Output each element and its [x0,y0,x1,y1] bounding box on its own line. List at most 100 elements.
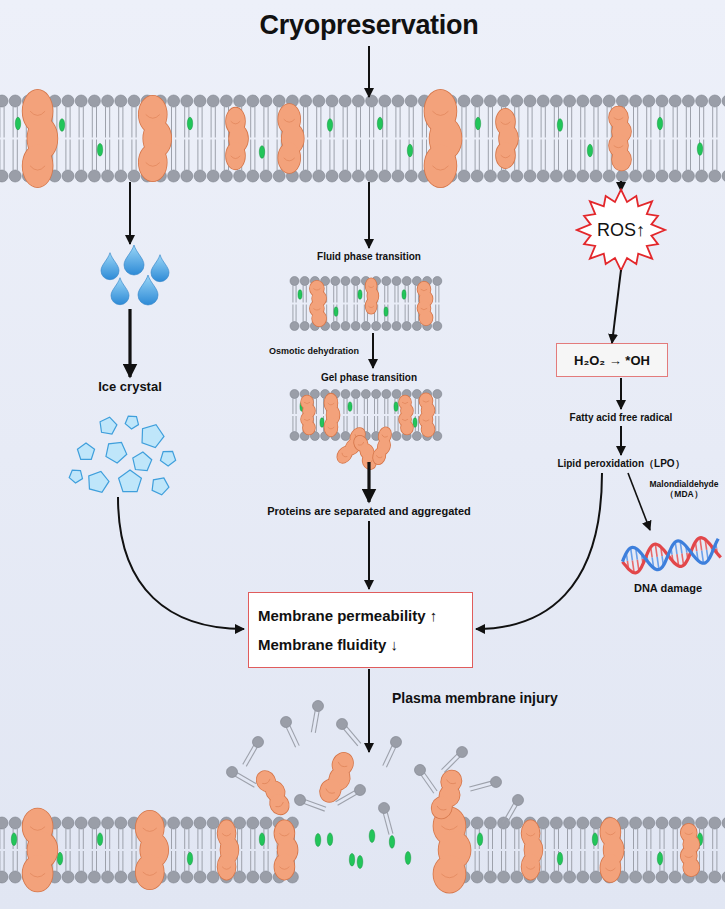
lipid-tails [716,140,717,171]
lipid-tails [347,399,348,415]
ice-crystal [100,417,117,434]
lipid-tails [438,399,439,415]
free-lipid [500,792,526,826]
lipid-heads [537,95,549,107]
lipid-tails [96,851,97,871]
lipid-tails [673,851,674,871]
lipid-tails [637,140,638,171]
membrane-protein [316,776,344,805]
lipid-heads [577,871,589,883]
lipid-tails [492,140,493,171]
lipid-tails [384,286,385,303]
membrane-protein [30,873,45,877]
lipid-tails [646,851,647,871]
lipid-heads [392,277,401,286]
dna-helix [621,535,722,574]
membrane-protein [371,446,387,465]
lipid-tails [475,140,476,171]
lipid-tails [254,140,255,171]
lipid-tails [384,399,385,415]
flow-arrow [628,473,650,530]
membrane-protein [522,854,540,880]
lipid-heads [247,170,259,182]
lipid-tails [188,140,189,171]
lipid-heads [722,817,725,829]
membrane-protein [334,444,355,466]
free-lipid [334,716,349,731]
lipid-tails [699,107,700,138]
arrow-label: Malondialdehyde（MDA） [644,480,724,500]
lipid-tails [65,107,66,138]
cell-membrane [0,90,725,187]
lipid-tails [567,140,568,171]
membrane-protein [433,807,470,892]
lipid-heads [524,95,536,107]
lipid-heads [696,170,708,182]
lipid-heads [88,95,100,107]
lipid-heads [682,95,694,107]
lipid-tails [571,851,572,871]
lipid-tails [250,851,251,871]
lipid-tails [131,829,132,849]
membrane-protein [421,289,428,290]
lipid-heads [247,95,259,107]
ice-crystal [77,443,94,459]
cholesterol [187,852,192,865]
lipid-heads [630,95,642,107]
membrane-protein [136,811,168,889]
cholesterol [357,856,363,869]
lipid-tails [136,140,137,171]
cholesterol [15,117,702,158]
lipid-tails [79,829,80,849]
free-lipid [334,716,363,748]
membrane-protein [600,854,620,882]
lipid-tails [17,851,18,871]
lipid-tails [343,107,344,138]
lipid-tails [197,851,198,871]
lipid-heads [498,817,510,829]
lipid-heads [194,170,206,182]
free-lipid [304,804,325,812]
lipid-heads [709,817,721,829]
cholesterol [327,833,332,846]
lipid-tails [303,305,304,322]
lipid-heads [630,871,642,883]
lipid-tails [303,286,304,303]
lipid-tails [664,107,665,138]
lipid-tails [268,829,269,849]
dna-helix [631,548,633,561]
lipid-tails [347,305,348,322]
cholesterol [557,119,562,132]
lipid-heads [550,95,562,107]
outcome-label: Plasma membrane injury [392,690,602,706]
lipid-heads [498,95,510,107]
lipid-heads [181,170,193,182]
lipid-tails [109,851,110,871]
lipid-tails [488,829,489,849]
lipid-heads [511,95,523,107]
lipid-tails [545,851,546,871]
lipid-tails [405,305,406,322]
lipid-tails [567,829,568,849]
lipid-tails [343,286,344,303]
lipid-heads [234,817,246,829]
lipid-heads [341,322,350,331]
membrane-protein [341,453,347,458]
lipid-tails [306,286,307,303]
free-lipid [240,734,266,768]
stage-label: Lipid peroxidation（LPO） [526,458,716,470]
membrane-protein [423,401,430,402]
lipid-heads [402,277,411,286]
cholesterol [97,833,102,846]
lipid-tails [360,140,361,171]
lipid-heads [115,170,127,182]
lipid-tails [4,107,5,138]
lipid-tails [373,140,374,171]
cholesterol [97,143,102,156]
lipid-heads [392,170,404,182]
free-lipid [389,735,404,750]
stage-label: Fluid phase transition [279,251,459,263]
free-lipid [506,805,517,824]
lipid-tails [356,107,357,138]
lipid-heads [590,95,602,107]
